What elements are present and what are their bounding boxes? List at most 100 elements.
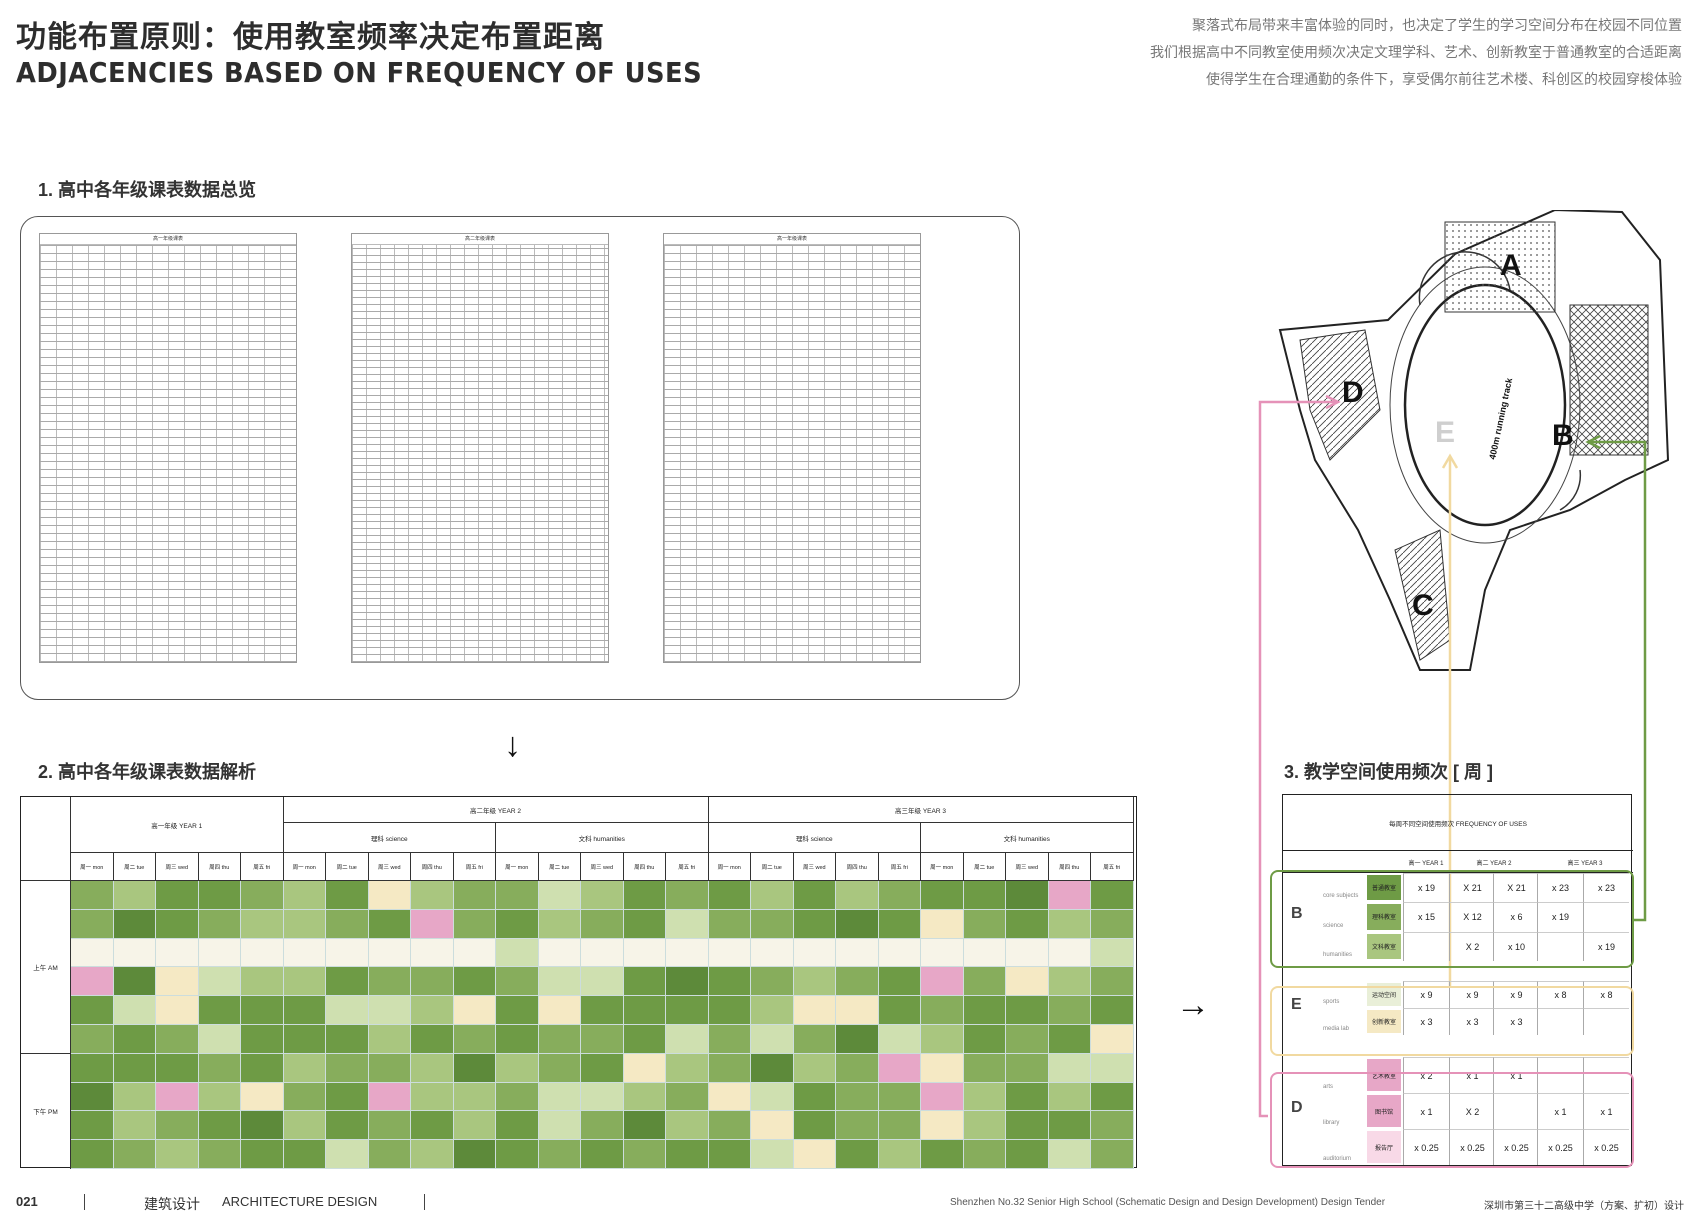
timetable-cell (198, 1053, 241, 1083)
footer-project-en: Shenzhen No.32 Senior High School (Schem… (950, 1197, 1386, 1208)
timetable-cell (1048, 996, 1091, 1025)
timetable-cell (71, 996, 114, 1025)
timetable-cell (921, 1140, 964, 1169)
timetable-cell (1006, 967, 1049, 997)
timetable-cell (283, 881, 326, 910)
day-header: 周三 wed (581, 853, 624, 881)
timetable-cell (283, 1053, 326, 1083)
timetable-cell (538, 1025, 581, 1054)
timetable-cell (156, 938, 199, 968)
timetable-cell (623, 881, 666, 910)
timetable-cell (878, 996, 921, 1025)
frequency-cell: x 0.25 (1403, 1129, 1449, 1165)
timetable-cell (113, 938, 156, 968)
timetable-cell (793, 996, 836, 1025)
timetable-cell (411, 1025, 454, 1054)
timetable-cell (368, 967, 411, 997)
timetable-cell (793, 1025, 836, 1054)
timetable-cell (878, 1053, 921, 1083)
timetable-cell (963, 996, 1006, 1025)
zone-label-b: B (1552, 419, 1574, 452)
timetable-cell (411, 881, 454, 910)
timetable-cell (751, 1082, 794, 1112)
header-row (1283, 851, 1633, 873)
timetable-cell (411, 996, 454, 1025)
timetable-cell (1006, 1025, 1049, 1054)
timetable-cell (878, 1140, 921, 1169)
timetable-cell (836, 996, 879, 1025)
timetable-cell (156, 967, 199, 997)
timetable-cell (581, 1140, 624, 1169)
timetable-cell (368, 909, 411, 939)
timetable-cell (326, 967, 369, 997)
frequency-cell: x 3 (1403, 1008, 1449, 1035)
frequency-cell: x 9 (1449, 981, 1495, 1008)
timetable-cell (411, 938, 454, 968)
timetable-cell (326, 909, 369, 939)
timetable-cell (326, 1140, 369, 1169)
frequency-cell: x 0.25 (1583, 1129, 1629, 1165)
timetable-cell (71, 938, 114, 968)
timetable-cell (708, 1111, 751, 1141)
timetable-cell (623, 1111, 666, 1141)
timetable-cell (113, 881, 156, 910)
timetable-cell (156, 1140, 199, 1169)
frequency-cell: x 3 (1449, 1008, 1495, 1035)
timetable-cell (538, 996, 581, 1025)
timetable-cell (71, 881, 114, 910)
timetable-cell (368, 996, 411, 1025)
timetable-cell (751, 1140, 794, 1169)
room-type-en: humanities (1323, 952, 1353, 958)
timetable-cell (1006, 1111, 1049, 1141)
timetable-cell (581, 1025, 624, 1054)
timetable-cell (241, 967, 284, 997)
sheet-grid (40, 244, 296, 662)
frequency-cell: x 3 (1493, 1008, 1539, 1035)
frequency-cell: x 1 (1537, 1093, 1583, 1129)
timetable-cell (751, 1025, 794, 1054)
room-type-en: science (1323, 922, 1344, 929)
frequency-cell: x 19 (1537, 902, 1583, 932)
timetable-cell (751, 938, 794, 968)
timetable-cell (1048, 967, 1091, 997)
timetable-cell (1006, 996, 1049, 1025)
day-header: 周一 mon (921, 853, 964, 881)
timetable-overview-panel: 高一年级课表 高二年级课表 高一年级课表 (20, 216, 1020, 700)
timetable-cell (581, 909, 624, 939)
room-type-en: library (1323, 1120, 1340, 1126)
timetable-cell (623, 938, 666, 968)
day-header: 周二 tue (751, 853, 794, 881)
timetable-cell (751, 967, 794, 997)
frequency-cell (1583, 902, 1629, 932)
timetable-cell (581, 881, 624, 910)
day-header: 周二 tue (538, 853, 581, 881)
timetable-cell (368, 938, 411, 968)
timetable-cell (878, 1082, 921, 1112)
day-header: 周三 wed (1006, 853, 1049, 881)
zone-label-e: E (1435, 416, 1455, 449)
timetable-cell (1006, 881, 1049, 910)
frequency-cell: x 23 (1537, 873, 1583, 903)
timetable-cell (113, 909, 156, 939)
day-header: 周四 thu (198, 853, 241, 881)
timetable-cell (963, 909, 1006, 939)
timetable-cell (836, 1111, 879, 1141)
intro-line: 使得学生在合理通勤的条件下，享受偶尔前往艺术楼、科创区的校园穿梭体验 (1206, 71, 1682, 87)
timetable-cell (283, 967, 326, 997)
day-header: 周二 tue (113, 853, 156, 881)
group-code: E (1291, 996, 1302, 1013)
timetable-cell (156, 881, 199, 910)
year-header: 高一年级 YEAR 1 (71, 797, 284, 853)
timetable-cell (198, 909, 241, 939)
room-type-swatch: 创新教室 (1367, 1010, 1401, 1033)
timetable-cell (666, 1053, 709, 1083)
timetable-cell (963, 881, 1006, 910)
frequency-cell: x 9 (1493, 981, 1539, 1008)
timetable-cell (1006, 938, 1049, 968)
frequency-cell: x 1 (1583, 1093, 1629, 1129)
frequency-cell: x 19 (1583, 931, 1629, 961)
timetable-cell (836, 881, 879, 910)
footer-project-cn: 深圳市第三十二高级中学（方案、扩初）设计 (1484, 1201, 1684, 1212)
timetable-cell (496, 996, 539, 1025)
timetable-cell (581, 996, 624, 1025)
